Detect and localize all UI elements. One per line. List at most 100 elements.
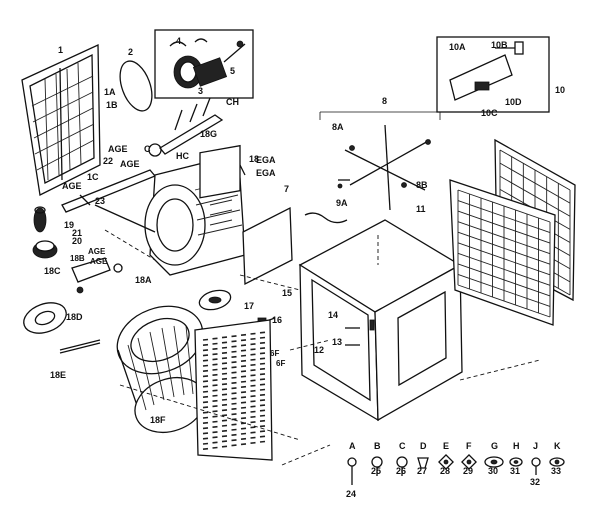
callout-17: 17 [244,301,254,311]
pulley-cluster [32,206,58,259]
callout-ch: CH [226,97,239,107]
callout-18g: 18G [200,129,217,139]
part-23-shaft [94,204,156,233]
callout-22: 22 [103,156,113,166]
callout-10b: 10B [491,40,508,50]
part-18d-pulley [23,302,67,334]
part-18b-18c-bracket [71,257,123,294]
callout-8a: 8A [332,122,344,132]
hardware-letter: C [399,441,406,451]
callout-11: 11 [416,204,426,214]
callout-labels: 1 2 3 4 5 CH 18G 1A 1B AGE 22 AGE 1C AGE… [44,36,565,425]
callout-10: 10 [555,85,565,95]
cabinet [298,219,463,422]
hardware-letter: F [466,441,472,451]
callout-16: 16 [272,315,282,325]
callout-8b: 8B [416,180,428,190]
callout-21: 21 [72,228,82,238]
hardware-number: 24 [346,489,356,499]
hardware-number: 31 [510,466,520,476]
callout-18a: 18A [135,275,152,285]
callout-2: 2 [128,47,133,57]
callout-23: 23 [95,196,105,206]
hardware-item-h: H 31 [509,441,523,476]
callout-13: 13 [332,337,342,347]
blower-shaft-assembly [148,97,224,157]
callout-1: 1 [58,45,63,55]
hardware-item-b: B 25 [371,441,383,476]
callout-age-5: AGE [90,257,108,266]
callout-18d: 18D [66,312,83,322]
hardware-number: 26 [396,466,406,476]
callout-12: 12 [314,345,324,355]
callout-10d: 10D [505,97,522,107]
callout-9a: 9A [336,198,348,208]
hardware-item-j: J 32 [530,441,541,487]
callout-1a: 1A [104,87,116,97]
callout-15: 15 [282,288,292,298]
hardware-item-f: F 29 [461,441,477,476]
callout-ega-1: EGA [256,155,276,165]
callout-18c: 18C [44,266,61,276]
hardware-item-e: E 28 [438,441,454,476]
callout-1c: 1C [87,172,99,182]
callout-6f-2: 6F [276,359,285,368]
hardware-letter: D [420,441,427,451]
hardware-item-d: D 27 [417,441,429,476]
part-18f-blower-wheel [116,305,206,434]
callout-4: 4 [176,36,181,46]
side-media-pads [449,138,576,326]
part-8-water-distributor [304,111,441,224]
part-2-ring [119,60,153,112]
callout-14: 14 [328,310,338,320]
hardware-number: 25 [371,466,381,476]
hardware-item-a: A 24 [346,441,357,499]
part-17-16-mount [198,289,276,326]
callout-age-3: AGE [62,181,82,191]
callout-18e: 18E [50,370,66,380]
hardware-number: 27 [417,466,427,476]
callout-10a: 10A [449,42,466,52]
hardware-row: A 24 B 25 C 26 D 27 E 28 F 29 G 30 H 31 J 32 K 33 [346,441,565,499]
callout-ega-2: EGA [256,168,276,178]
hardware-letter: K [554,441,561,451]
callout-age-2: AGE [120,159,140,169]
hardware-letter: H [513,441,520,451]
part-7-panel [242,206,293,286]
callout-8: 8 [382,96,387,106]
hardware-number: 29 [463,466,473,476]
assembly-leader-lines [104,229,541,466]
callout-age-1: AGE [108,144,128,154]
part-18e-shaft [59,339,101,354]
part-1-filter-frame [21,43,101,196]
hardware-letter: G [491,441,498,451]
callout-18: 18 [249,154,259,164]
hardware-number: 32 [530,477,540,487]
callout-c: C [144,144,151,154]
callout-19: 19 [64,220,74,230]
hardware-letter: B [374,441,381,451]
hardware-letter: J [533,441,538,451]
hardware-item-c: C 26 [396,441,408,476]
callout-age-4: AGE [88,247,106,256]
callout-hc: HC [176,151,189,161]
hardware-number: 28 [440,466,450,476]
callout-6f-1: 6F [270,349,279,358]
part-10-float-valve-box [436,36,550,113]
hardware-number: 30 [488,466,498,476]
callout-5: 5 [230,66,235,76]
front-grille-panel [194,319,273,461]
callout-10c: 10C [481,108,498,118]
hardware-item-g: G 30 [484,441,504,476]
callout-18b: 18B [70,254,85,263]
part-18-blower-housing [144,144,246,276]
callout-7: 7 [284,184,289,194]
hardware-item-k: K 33 [549,441,565,476]
callout-1b: 1B [106,100,118,110]
callout-18f: 18F [150,415,166,425]
motor-assembly-box [154,29,254,99]
hardware-number: 33 [551,466,561,476]
hardware-letter: E [443,441,449,451]
hardware-letter: A [349,441,356,451]
